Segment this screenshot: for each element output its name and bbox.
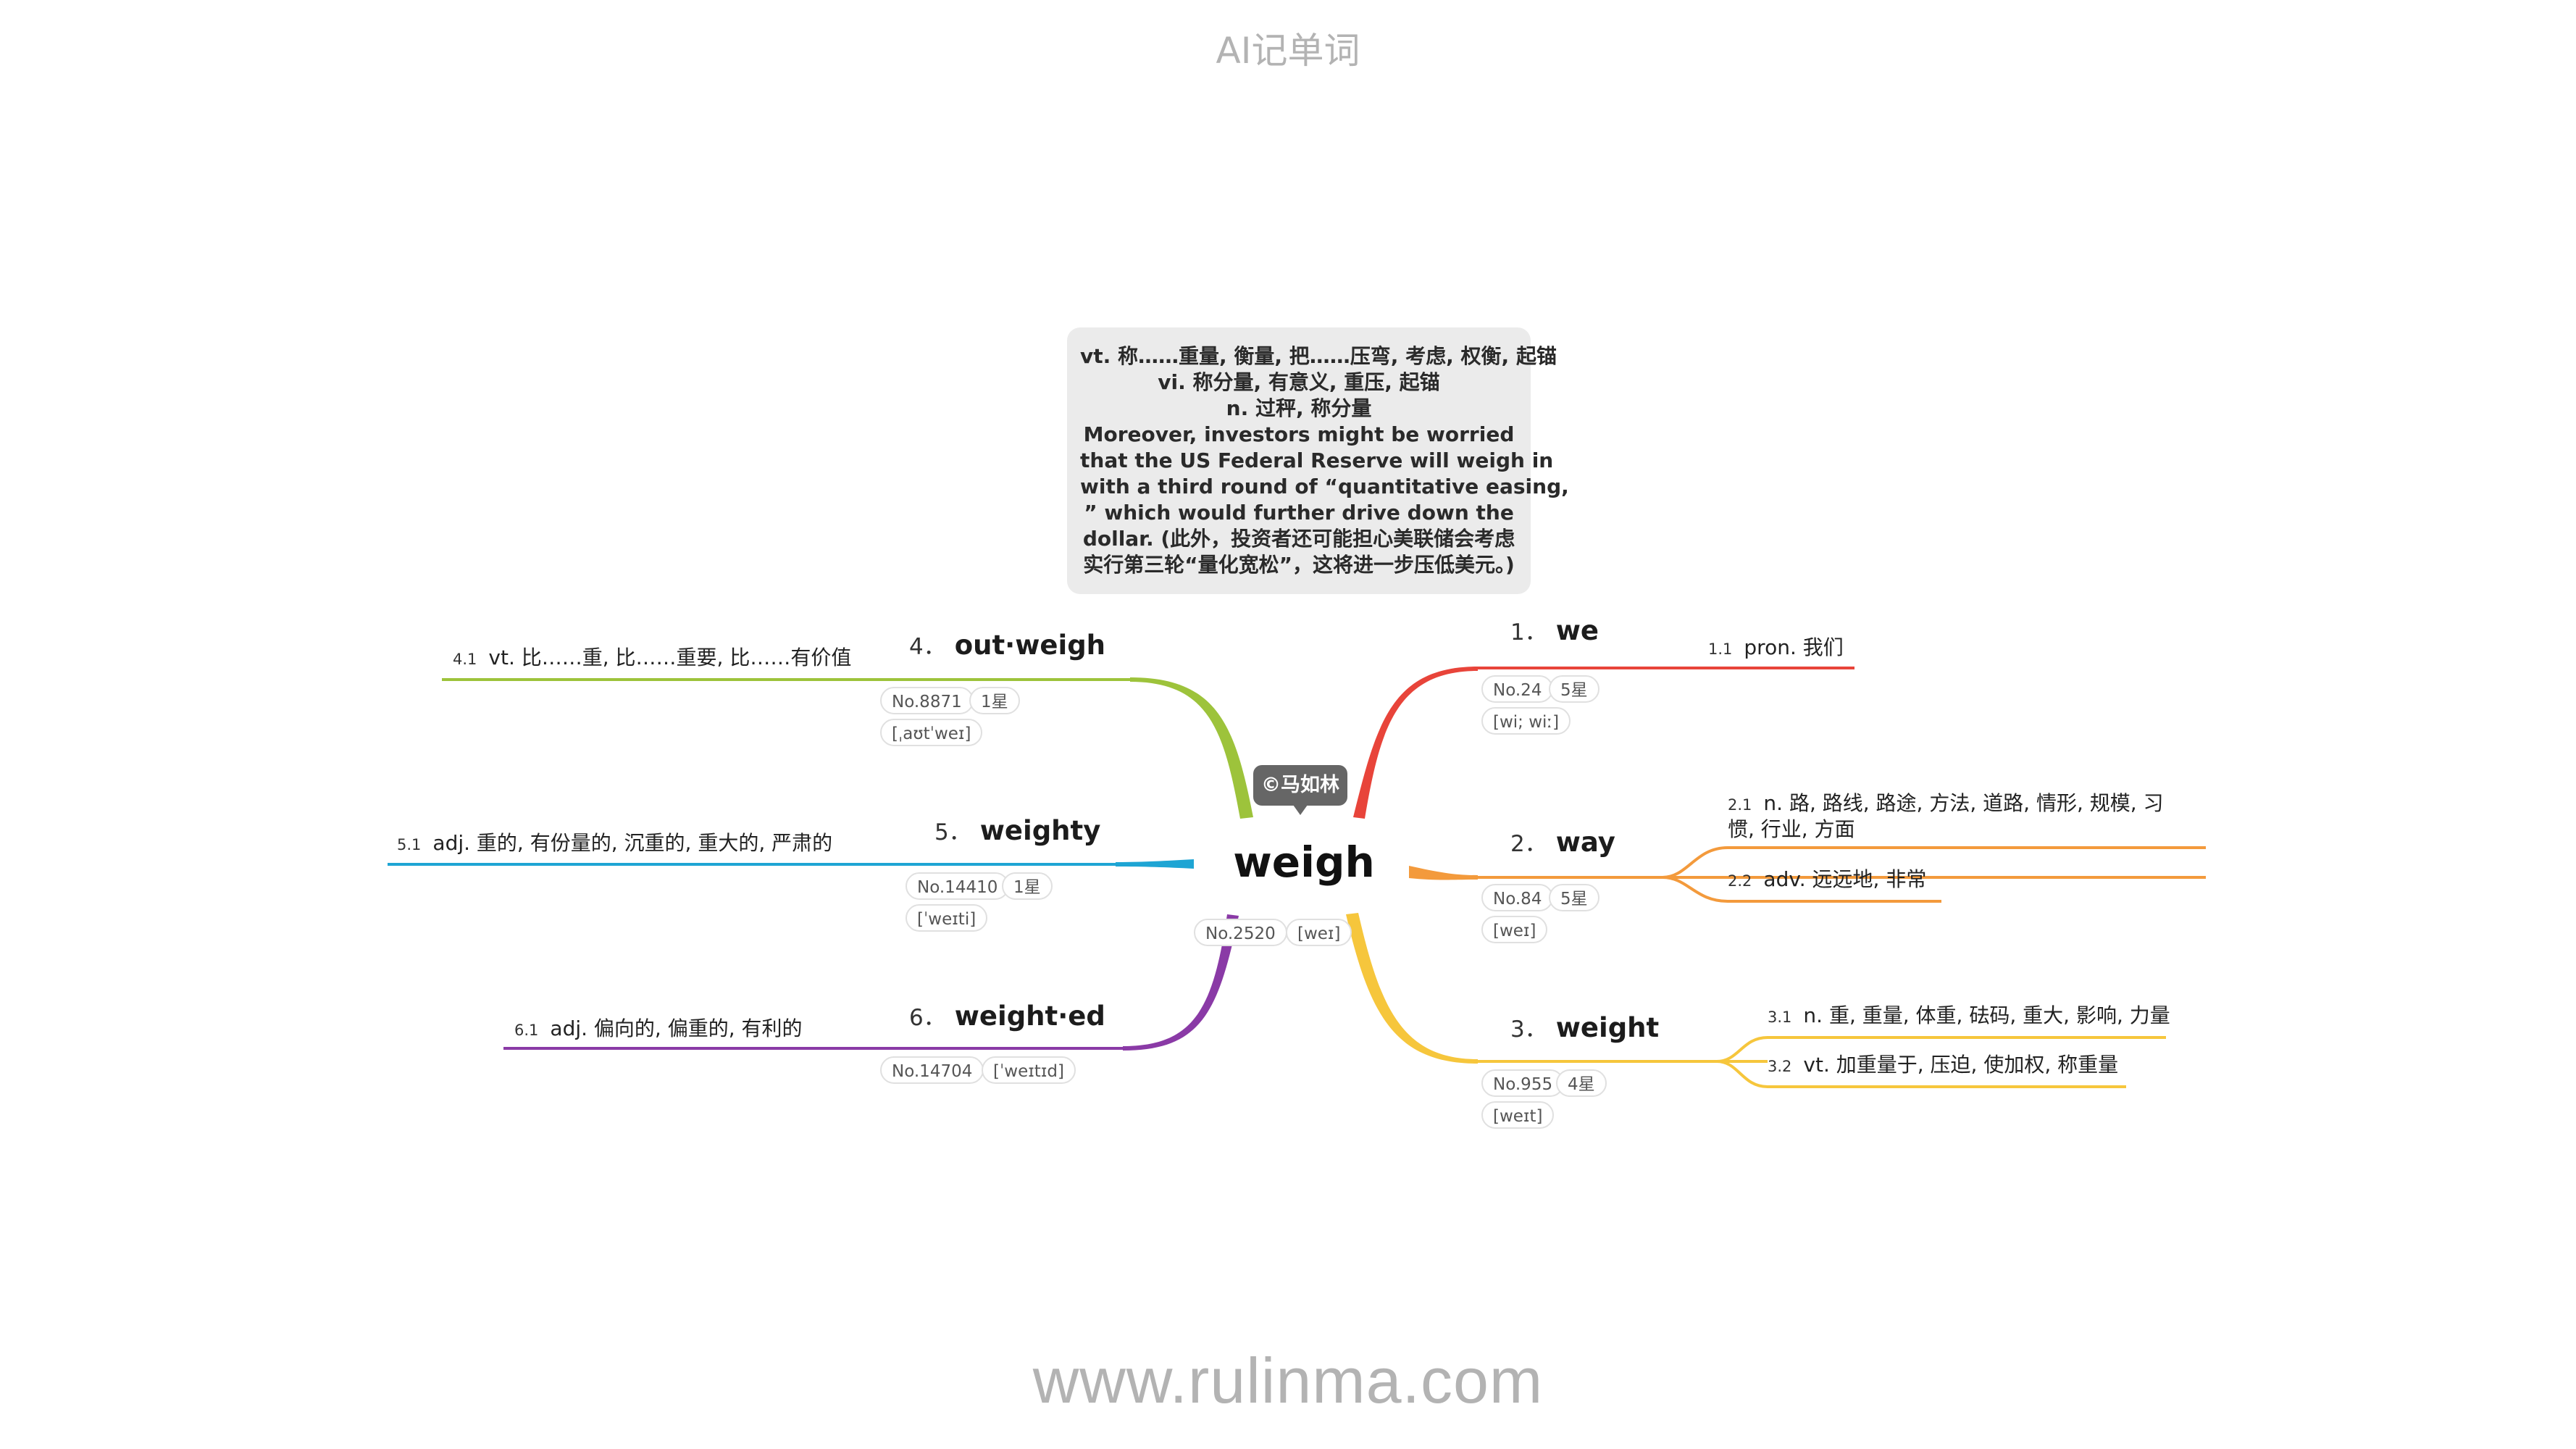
definition-2-2[interactable]: 2.2 adv. 远远地, 非常 bbox=[1728, 867, 1926, 894]
definition-4-1[interactable]: 4.1 vt. 比……重, 比……重要, 比……有价值 bbox=[453, 645, 851, 672]
rank-chip: No.84 bbox=[1481, 884, 1554, 911]
definition-6-1[interactable]: 6.1 adj. 偏向的, 偏重的, 有利的 bbox=[514, 1016, 803, 1043]
sub-branch-connector bbox=[1716, 1060, 2126, 1088]
branch-number: 5． bbox=[934, 819, 971, 845]
definition-number: 2.1 bbox=[1728, 796, 1752, 814]
definition-3-1[interactable]: 3.1 n. 重, 重量, 体重, 砝码, 重大, 影响, 力量 bbox=[1768, 1003, 2170, 1030]
center-rank-chip: No.2520 bbox=[1194, 919, 1287, 946]
phonetic-chip: [weɪt] bbox=[1481, 1101, 1555, 1129]
rank-chip: No.24 bbox=[1481, 675, 1554, 703]
stars-chip: 1星 bbox=[969, 687, 1020, 714]
note-line: 实行第三轮“量化宽松”，这将进一步压低美元。) bbox=[1083, 553, 1515, 577]
central-topic[interactable]: weigh bbox=[1233, 838, 1375, 887]
definition-text: adj. 偏向的, 偏重的, 有利的 bbox=[550, 1016, 803, 1040]
phonetic-chip: [weɪ] bbox=[1481, 916, 1548, 943]
definition-number: 5.1 bbox=[397, 836, 422, 853]
branch-word: way bbox=[1555, 827, 1615, 858]
branch-word: we bbox=[1555, 615, 1599, 646]
note-line: Moreover, investors might be worried bbox=[1083, 422, 1515, 446]
definition-text: vt. 比……重, 比……重要, 比……有价值 bbox=[488, 646, 852, 669]
note-line: vi. 称分量, 有意义, 重压, 起锚 bbox=[1158, 370, 1440, 394]
sub-branch-connector bbox=[1662, 846, 2206, 879]
branch-4-connector bbox=[1130, 677, 1253, 819]
branch-1-connector bbox=[1353, 667, 1478, 819]
phonetic-chip: [ˈweɪtɪd] bbox=[982, 1056, 1076, 1084]
note-line: that the US Federal Reserve will weigh i… bbox=[1080, 448, 1554, 472]
stars-chip: 4星 bbox=[1556, 1069, 1607, 1097]
branch-2-connector bbox=[1409, 866, 1478, 880]
phonetic-chip: [ˌaʊtˈweɪ] bbox=[880, 719, 983, 746]
note-line: n. 过秤, 称分量 bbox=[1226, 396, 1372, 420]
rank-chip: No.955 bbox=[1481, 1069, 1565, 1097]
definition-3-2[interactable]: 3.2 vt. 加重量于, 压迫, 使加权, 称重量 bbox=[1768, 1052, 2118, 1080]
branch-number: 3． bbox=[1510, 1016, 1547, 1043]
branch-word: weighty bbox=[979, 815, 1101, 846]
definition-1-1[interactable]: 1.1 pron. 我们 bbox=[1708, 635, 1844, 662]
note-line: vt. 称……重量, 衡量, 把……压弯, 考虑, 权衡, 起锚 bbox=[1080, 344, 1557, 368]
center-phonetic-chip: [weɪ] bbox=[1286, 919, 1352, 946]
app-title: AI记单词 bbox=[1216, 30, 1360, 72]
definition-number: 6.1 bbox=[514, 1022, 539, 1039]
footer-url: www.rulinma.com bbox=[1032, 1345, 1544, 1416]
rank-chip: No.8871 bbox=[880, 687, 974, 714]
definition-number: 3.1 bbox=[1768, 1009, 1792, 1026]
phonetic-chip: [ˈweɪti] bbox=[906, 904, 988, 932]
definition-text: vt. 加重量于, 压迫, 使加权, 称重量 bbox=[1803, 1053, 2119, 1077]
branch-word: out·weigh bbox=[954, 630, 1106, 661]
branch-3-connector bbox=[1346, 913, 1478, 1064]
author-badge: ©马如林 bbox=[1253, 765, 1347, 815]
rank-chip: No.14704 bbox=[880, 1056, 984, 1084]
definition-note[interactable]: vt. 称……重量, 衡量, 把……压弯, 考虑, 权衡, 起锚 vi. 称分量… bbox=[1067, 327, 1569, 594]
definition-text: adv. 远远地, 非常 bbox=[1763, 867, 1927, 891]
definition-text: n. 路, 路线, 路途, 方法, 道路, 情形, 规模, 习惯, 行业, 方面 bbox=[1728, 791, 2164, 841]
definition-5-1[interactable]: 5.1 adj. 重的, 有份量的, 沉重的, 重大的, 严肃的 bbox=[397, 830, 832, 858]
branch-word: weight·ed bbox=[954, 1001, 1105, 1032]
definition-text: n. 重, 重量, 体重, 砝码, 重大, 影响, 力量 bbox=[1803, 1003, 2170, 1027]
sub-branch-connector bbox=[1716, 1036, 2166, 1063]
branch-number: 4． bbox=[909, 634, 946, 660]
branch-number: 6． bbox=[909, 1005, 946, 1031]
branch-number: 1． bbox=[1510, 619, 1547, 646]
stars-chip: 5星 bbox=[1549, 675, 1599, 703]
definition-number: 3.2 bbox=[1768, 1058, 1792, 1075]
branch-number: 2． bbox=[1510, 831, 1547, 857]
branch-5-topic[interactable]: 5． weighty bbox=[934, 813, 1100, 851]
stars-chip: 1星 bbox=[1002, 872, 1053, 900]
definition-number: 2.2 bbox=[1728, 872, 1752, 890]
stars-chip: 5星 bbox=[1549, 884, 1599, 911]
note-line: ” which would further drive down the bbox=[1084, 501, 1514, 525]
note-line: with a third round of “quantitative easi… bbox=[1080, 475, 1569, 498]
phonetic-chip: [wi; wiː] bbox=[1481, 707, 1571, 735]
definition-number: 4.1 bbox=[453, 651, 477, 668]
branch-4-topic[interactable]: 4． out·weigh bbox=[909, 627, 1105, 665]
branch-2-topic[interactable]: 2． way bbox=[1510, 824, 1615, 862]
definition-text: adj. 重的, 有份量的, 沉重的, 重大的, 严肃的 bbox=[432, 831, 833, 855]
rank-chip: No.14410 bbox=[906, 872, 1010, 900]
sub-branch-connector bbox=[1662, 876, 1941, 903]
branch-5-connector bbox=[1116, 859, 1194, 869]
definition-text: pron. 我们 bbox=[1744, 635, 1844, 659]
branch-word: weight bbox=[1555, 1012, 1660, 1043]
branch-6-topic[interactable]: 6． weight·ed bbox=[909, 998, 1105, 1036]
branch-1-topic[interactable]: 1． we bbox=[1510, 613, 1599, 651]
branch-3-topic[interactable]: 3． weight bbox=[1510, 1010, 1659, 1048]
note-line: dollar. (此外，投资者还可能担心美联储会考虑 bbox=[1082, 527, 1515, 551]
definition-number: 1.1 bbox=[1708, 640, 1733, 658]
